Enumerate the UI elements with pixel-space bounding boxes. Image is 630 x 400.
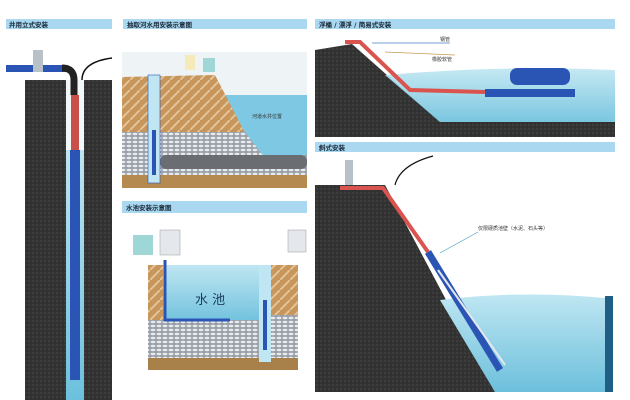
pool-water xyxy=(163,265,265,325)
panel-header-bg xyxy=(6,19,112,29)
control-box-icon xyxy=(159,229,181,256)
ground-slope xyxy=(315,185,495,392)
intake-pipe xyxy=(160,155,307,169)
riser-pipe xyxy=(71,95,79,155)
bedrock xyxy=(122,175,307,188)
pump xyxy=(263,300,267,350)
river-note: 河道水井位置 xyxy=(252,113,282,120)
panel-header-bg xyxy=(315,19,615,29)
panel-incline: 斜式安装 仅限硬质池壁（水泥、石头等） xyxy=(315,142,615,392)
panel-pool: 水池安装示意图 水 池 xyxy=(122,201,307,370)
bedrock xyxy=(148,358,298,370)
soil-left xyxy=(148,265,163,320)
steel-pipe xyxy=(345,40,486,94)
incline-note: 仅限硬质池壁（水泥、石头等） xyxy=(478,225,548,232)
panel-float: 浮桶 / 漂浮 / 简易式安装 钢管 橡胶软管 xyxy=(315,19,615,137)
panel-title: 抽取河水用安装示意图 xyxy=(127,20,193,29)
leader-line xyxy=(439,231,479,254)
ground-slope xyxy=(315,44,615,137)
water-edge xyxy=(605,296,613,392)
control-box-icon xyxy=(287,229,307,253)
panel-title: 水池安装示意图 xyxy=(126,203,172,212)
gravel-layer xyxy=(122,132,265,158)
panel-header-bg xyxy=(122,201,307,213)
leader-line xyxy=(384,51,456,56)
panel-river: 抽取河水用安装示意图 河道水井位置 xyxy=(122,19,307,188)
steel-pipe xyxy=(340,186,430,254)
panel-well: 井用立式安装 xyxy=(6,19,113,400)
float-drum xyxy=(510,68,570,85)
transformer-icon xyxy=(203,58,215,72)
well-shaft xyxy=(147,74,161,184)
panel-title: 井用立式安装 xyxy=(9,20,49,29)
pump xyxy=(152,130,156,175)
pool-pipe xyxy=(163,260,230,322)
power-cable xyxy=(394,155,434,186)
panel-header-bg xyxy=(123,19,307,29)
panel-title: 斜式安装 xyxy=(318,143,346,152)
pump-body xyxy=(70,150,80,380)
transformer-icon xyxy=(133,235,153,255)
pool-label: 水 池 xyxy=(195,293,225,308)
lake-water xyxy=(440,294,605,392)
steel-pipe-label: 钢管 xyxy=(440,36,450,43)
panel-header-bg xyxy=(315,142,615,152)
rubber-hose-label: 橡胶软管 xyxy=(432,56,452,63)
power-cable xyxy=(81,57,113,81)
gate-valve-icon xyxy=(345,160,353,185)
panel-title: 浮桶 / 漂浮 / 简易式安装 xyxy=(319,20,392,29)
pump xyxy=(485,89,575,97)
control-box-icon xyxy=(185,55,195,70)
gate-valve-icon xyxy=(33,50,43,72)
rail-frame xyxy=(437,269,506,366)
elbow-pipe xyxy=(61,64,78,95)
